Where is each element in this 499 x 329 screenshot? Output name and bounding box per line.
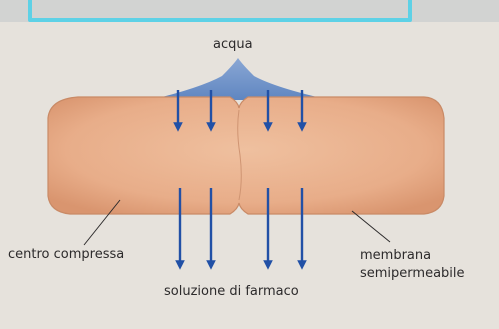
- label-tablet-center: centro compressa: [8, 247, 124, 262]
- leader-membrane: [352, 211, 390, 242]
- label-water: acqua: [213, 37, 253, 52]
- label-membrane-line1: membrana: [360, 247, 465, 265]
- label-drug-solution: soluzione di farmaco: [164, 284, 299, 299]
- label-membrane: membrana semipermeabile: [360, 247, 465, 283]
- tablet-body: [48, 97, 444, 214]
- label-membrane-line2: semipermeabile: [360, 265, 465, 283]
